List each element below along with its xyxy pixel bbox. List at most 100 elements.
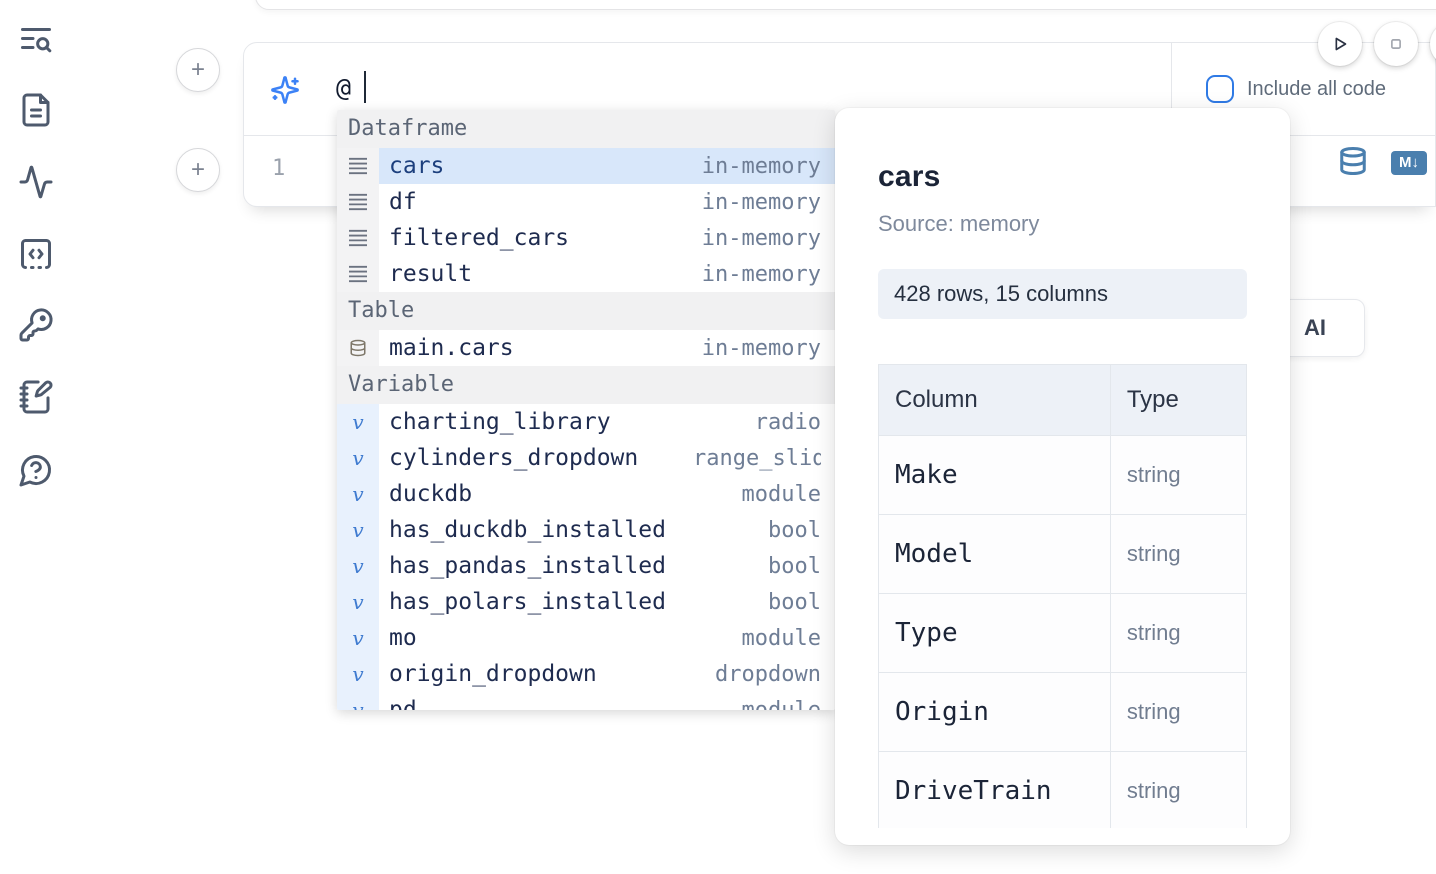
variable-icon: v [352,518,364,542]
schema-column-type: string [1109,672,1247,752]
file-text-icon[interactable] [17,92,55,130]
variable-icon: v [352,698,364,710]
autocomplete-item-detail: in-memory [701,261,821,287]
autocomplete-item-gutter: v [337,656,379,692]
autocomplete-item-content: has_pandas_installed bool [379,548,835,584]
code-snippet-icon[interactable] [17,236,55,274]
schema-column-name: Make [878,435,1111,515]
autocomplete-item-content: cylinders_dropdown range_slider [379,440,835,476]
include-all-code-checkbox[interactable] [1206,75,1234,103]
autocomplete-item-detail: radio [754,409,821,435]
autocomplete-item-label: cylinders_dropdown [389,445,639,471]
preview-title: cars [878,160,941,193]
key-icon[interactable] [17,307,55,345]
autocomplete-item-label: cars [389,153,445,179]
autocomplete-item-label: df [389,189,417,215]
stop-button[interactable] [1374,22,1418,66]
include-all-code-toggle[interactable]: Include all code [1206,75,1386,103]
extra-run-control-button[interactable] [1430,22,1436,66]
schema-column-type: string [1109,435,1247,515]
autocomplete-item-label: mo [389,625,417,651]
autocomplete-item-gutter: v [337,404,379,440]
variable-icon: v [352,590,364,614]
autocomplete-item-label: has_pandas_installed [389,553,666,579]
variable-icon: v [352,410,364,434]
autocomplete-item-detail: module [741,481,821,507]
autocomplete-item-detail: dropdown [715,661,821,687]
autocomplete-item-detail: bool [768,517,821,543]
add-cell-button-bottom[interactable]: + [176,148,220,192]
autocomplete-item-has_duckdb_installed[interactable]: v has_duckdb_installed bool [337,512,835,548]
include-all-code-label: Include all code [1247,77,1386,100]
autocomplete-item-content: mo module [379,620,835,656]
schema-column-type: string [1109,514,1247,594]
run-button[interactable] [1318,22,1362,66]
dataframe-icon [349,229,367,247]
autocomplete-item-label: pd [389,697,417,710]
help-circle-icon[interactable] [17,452,55,490]
autocomplete-item-content: has_duckdb_installed bool [379,512,835,548]
prompt-divider [1171,43,1172,135]
autocomplete-item-gutter: v [337,692,379,710]
previous-cell-edge [255,0,1436,10]
autocomplete-section-header: Dataframe [337,110,835,148]
activity-icon[interactable] [17,164,55,202]
sparkles-icon [270,75,300,105]
schema-column-type: string [1109,593,1247,673]
autocomplete-item-content: duckdb module [379,476,835,512]
text-cursor [364,71,366,103]
autocomplete-item-result[interactable]: result in-memory [337,256,835,292]
schema-column-name: Type [878,593,1111,673]
database-icon[interactable] [1338,146,1368,179]
variable-icon: v [352,554,364,578]
add-cell-button-top[interactable]: + [176,48,220,92]
ai-prompt-input[interactable]: @ [336,73,352,102]
autocomplete-item-detail: in-memory [701,335,821,361]
autocomplete-item-df[interactable]: df in-memory [337,184,835,220]
autocomplete-item-label: duckdb [389,481,473,507]
autocomplete-item-label: result [389,261,473,287]
schema-column-name: Model [878,514,1111,594]
autocomplete-item-detail: in-memory [701,189,821,215]
variable-icon: v [352,662,364,686]
schema-column-type: string [1109,751,1247,828]
autocomplete-item-has_pandas_installed[interactable]: v has_pandas_installed bool [337,548,835,584]
autocomplete-item-gutter: v [337,584,379,620]
autocomplete-item-mo[interactable]: v mo module [337,620,835,656]
variable-icon: v [352,626,364,650]
markdown-icon[interactable]: M↓ [1391,151,1427,175]
dataframe-icon [349,193,367,211]
autocomplete-item-detail: range_slider [693,445,821,471]
autocomplete-item-label: main.cars [389,335,514,361]
notebook-pen-icon[interactable] [17,379,55,417]
autocomplete-item-detail: bool [768,553,821,579]
autocomplete-item-label: has_duckdb_installed [389,517,666,543]
autocomplete-item-content: main.cars in-memory [379,330,835,366]
autocomplete-item-content: df in-memory [379,184,835,220]
play-icon [1335,37,1347,51]
list-search-icon[interactable] [17,22,55,60]
preview-source: Source: memory [878,211,1040,236]
autocomplete-item-detail: module [741,625,821,651]
autocomplete-item-main.cars[interactable]: main.cars in-memory [337,330,835,366]
autocomplete-section-header: Table [337,292,835,330]
